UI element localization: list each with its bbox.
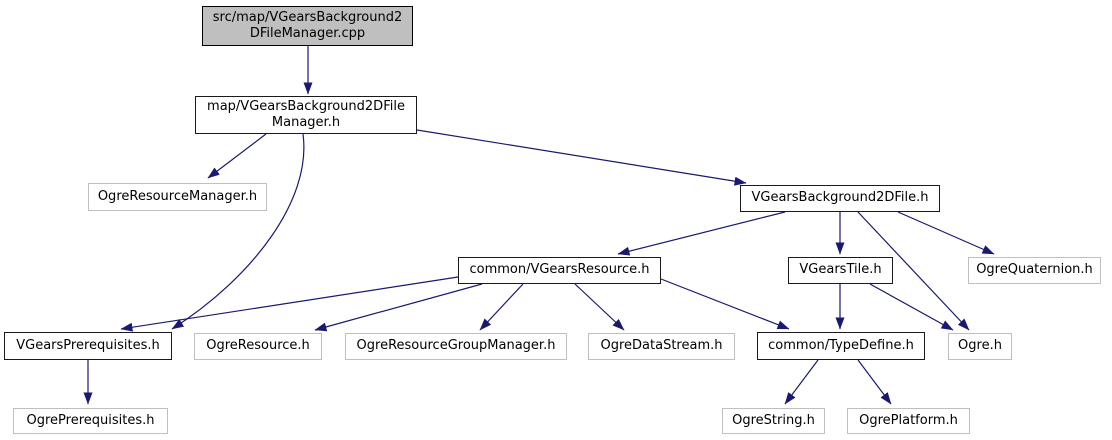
node-vgearsbackground2dfile-h[interactable]: VGearsBackground2DFile.h — [740, 185, 940, 212]
node-ogreresource-h: OgreResource.h — [194, 333, 322, 360]
node-ogre-h: Ogre.h — [948, 333, 1012, 360]
node-ogreplatform-h: OgrePlatform.h — [847, 408, 970, 434]
node-ogreresourcegroupmanager-h: OgreResourceGroupManager.h — [345, 333, 567, 360]
node-ogreprerequisites-h: OgrePrerequisites.h — [13, 408, 168, 434]
edge-typedefine-to-ogre-platform — [857, 359, 892, 405]
node-vgearstile-h[interactable]: VGearsTile.h — [788, 257, 893, 284]
edge-bg2dfile-to-vgears-resource — [617, 211, 786, 256]
edge-manager-h-to-vgears-prereq — [171, 133, 305, 330]
edge-vgears-resource-to-ogre-group-mgr — [479, 283, 524, 331]
edge-vgears-resource-to-vgears-prereq — [120, 276, 459, 332]
node-common-typedefine-h[interactable]: common/TypeDefine.h — [757, 332, 925, 360]
node-map-vgearsbackground2dfilemanager-h[interactable]: map/VGearsBackground2DFile Manager.h — [195, 96, 417, 134]
node-ogredatastream-h: OgreDataStream.h — [588, 333, 735, 360]
edge-vgears-resource-to-ogre-datastream — [574, 283, 625, 331]
node-src-map-vgearsbackground2dfilemanager-cpp: src/map/VGearsBackground2 DFileManager.c… — [202, 6, 413, 46]
edge-vgears-resource-to-typedefine — [660, 278, 790, 330]
edge-manager-h-to-bg2dfile — [416, 129, 747, 186]
edge-manager-h-to-ogre-resource-manager — [207, 133, 267, 179]
node-ogreresourcemanager-h: OgreResourceManager.h — [88, 183, 267, 211]
node-ogrestring-h: OgreString.h — [722, 408, 825, 434]
edge-bg2dfile-to-ogre-quaternion — [897, 211, 995, 255]
edge-typedefine-to-ogre-string — [784, 359, 819, 405]
edge-vgears-tile-to-ogre-h — [869, 283, 954, 331]
node-common-vgearsresource-h[interactable]: common/VGearsResource.h — [458, 257, 661, 284]
node-vgearsprerequisites-h[interactable]: VGearsPrerequisites.h — [4, 332, 172, 360]
edge-vgears-resource-to-ogre-resource — [314, 283, 483, 332]
node-ogrequaternion-h: OgreQuaternion.h — [968, 257, 1101, 284]
